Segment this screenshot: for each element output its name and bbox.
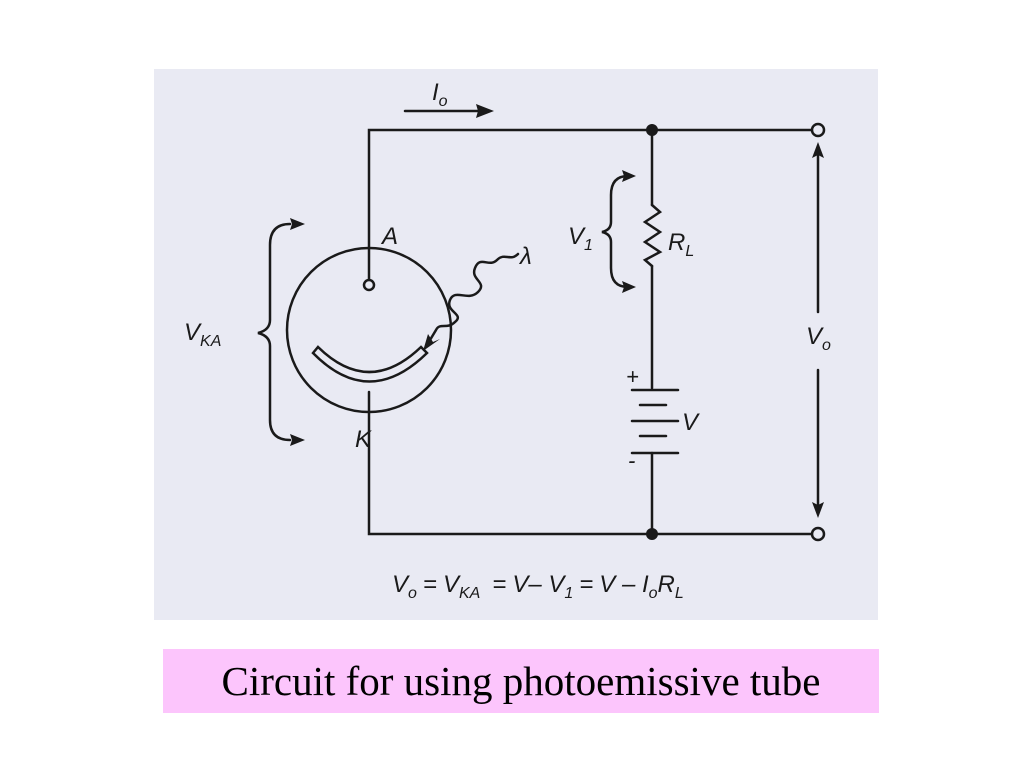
wavelength-label: λ	[518, 243, 532, 270]
junction-dot-top	[646, 124, 658, 136]
top-wire	[367, 128, 814, 286]
v1-brace	[601, 174, 630, 289]
light-wave	[428, 252, 520, 342]
vka-brace	[257, 222, 292, 442]
current-label: Io	[432, 79, 448, 110]
anode-terminal	[362, 278, 376, 292]
equation: Vo=VKA=V– V1=V – IoRL	[392, 571, 684, 602]
v1-arrowhead-bottom	[622, 281, 636, 293]
vo-arrowhead-down	[812, 502, 824, 518]
terminal-top	[810, 122, 826, 138]
resistor	[642, 203, 663, 268]
v1-arrowhead-top	[622, 170, 636, 182]
terminal-bottom	[810, 526, 826, 542]
vka-label: VKA	[184, 319, 221, 350]
vka-arrowhead-bottom	[290, 434, 305, 446]
anode-label: A	[380, 223, 398, 250]
vo-label: Vo	[806, 323, 831, 354]
plus-label: +	[626, 364, 639, 389]
cathode-label: K	[355, 426, 372, 453]
minus-label: -	[628, 448, 635, 473]
cathode-plate	[311, 345, 429, 383]
vo-arrowhead-up	[812, 142, 824, 158]
junction-dot-bottom	[646, 528, 658, 540]
rl-label: RL	[668, 229, 694, 260]
v1-label: V1	[568, 223, 593, 254]
bottom-wire	[367, 390, 814, 536]
circuit-diagram: Io A K λ V1 RL VKA Vo V + - Vo=VKA=V– V1…	[154, 69, 878, 620]
circuit-svg: Io A K λ V1 RL VKA Vo V + - Vo=VKA=V– V1…	[184, 79, 831, 602]
current-arrowhead	[476, 104, 494, 118]
vka-arrowhead-top	[290, 218, 305, 230]
caption-text: Circuit for using photoemissive tube	[221, 658, 821, 704]
phototube-envelope	[285, 246, 453, 414]
light-arrowhead	[423, 334, 440, 351]
caption-box: Circuit for using photoemissive tube	[163, 649, 879, 713]
battery-label: V	[682, 409, 700, 436]
